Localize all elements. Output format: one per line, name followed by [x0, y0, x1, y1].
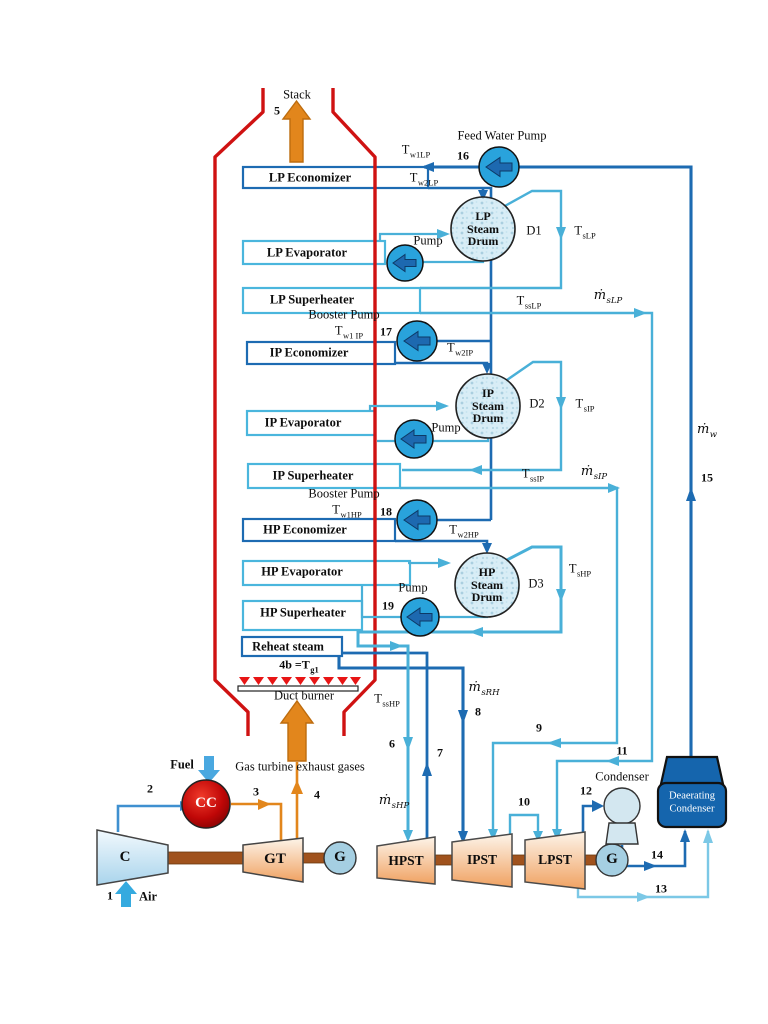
generator-2 [595, 843, 629, 877]
steam-arrows [390, 227, 713, 902]
cc-to-gt-line-3 [231, 802, 283, 842]
hrsg-sections [240, 165, 430, 658]
reheat-steam-box [240, 635, 344, 658]
pumps [386, 146, 520, 637]
gas-path [115, 99, 315, 907]
lp-evaporator-box [241, 239, 387, 266]
compressor [96, 829, 169, 886]
condenser [603, 787, 641, 825]
condensing-equipment [603, 755, 728, 845]
combustion-chamber [181, 779, 231, 829]
shaft-hpst-ipst [432, 854, 455, 866]
lp-economizer-box [241, 165, 430, 190]
line-4-arrow [291, 780, 303, 794]
ip-steam-drum [455, 373, 521, 439]
turbine-train [96, 779, 629, 890]
ipst-to-lpst-line-10 [508, 813, 540, 836]
ip-superheater-box [246, 462, 402, 490]
line-3-arrow [258, 799, 271, 810]
generator-1 [323, 841, 357, 875]
ip-economizer-box [245, 340, 397, 366]
gas-turbine [242, 837, 304, 883]
ip-drum-steam-line [402, 360, 563, 472]
cold-reheat-line-7 [342, 651, 429, 841]
pump-arrow-icon [392, 253, 417, 273]
pump-arrow-icon [403, 330, 431, 352]
exhaust-gas-arrow [279, 699, 315, 762]
hp-evaporator-box [241, 559, 412, 587]
deaerator-body [656, 781, 728, 829]
lp-steam-turbine [524, 831, 586, 890]
ip-circulation-pump [394, 419, 434, 459]
booster-pump-18 [396, 499, 438, 541]
stack-arrow [281, 99, 312, 163]
lp-superheater-box [241, 286, 422, 315]
burner-flame-icons [239, 677, 361, 685]
pump-arrow-icon [406, 607, 433, 627]
hp-superheater-box [241, 599, 364, 632]
ip-steam-turbine [451, 833, 513, 888]
hp-economizer-box [241, 517, 397, 543]
lp-circulation-pump [386, 244, 424, 282]
lpst-to-condenser-line-12 [581, 804, 600, 833]
hp-steam-drum [454, 552, 520, 618]
lp-riser-line [378, 232, 447, 241]
ip-steam-to-ipst-line-9 [400, 486, 619, 838]
feed-water-pump [478, 146, 520, 188]
shaft-c-gt [165, 851, 246, 865]
condenser-hotwell [605, 822, 639, 845]
hp-steam-turbine [376, 836, 436, 885]
deaerator-dome [659, 755, 725, 786]
duct-burner [237, 677, 361, 692]
hot-reheat-line-8 [337, 656, 465, 839]
shaft-gt-g [300, 852, 328, 864]
compressor-to-cc-line-2 [116, 804, 190, 832]
ip-riser-line [368, 404, 446, 411]
lp-steam-to-lpst-line-11 [420, 311, 654, 837]
pump-arrow-icon [485, 156, 513, 178]
pump-arrow-icon [400, 429, 427, 449]
ip-economizer-outlet-line [395, 361, 489, 370]
fuel-arrow [198, 756, 220, 783]
hp-economizer-outlet-line [395, 539, 489, 549]
booster-pump-17 [396, 320, 438, 362]
ip-evaporator-box [245, 409, 377, 437]
burner-bar [237, 685, 359, 692]
pump-arrow-icon [403, 509, 431, 531]
air-arrow [115, 881, 137, 907]
lp-drum-steam-line [420, 189, 563, 290]
lp-steam-drum [450, 196, 516, 262]
steam-drums [450, 196, 521, 618]
hrsg-duct-outline [213, 88, 377, 736]
hp-circulation-pump [400, 597, 440, 637]
